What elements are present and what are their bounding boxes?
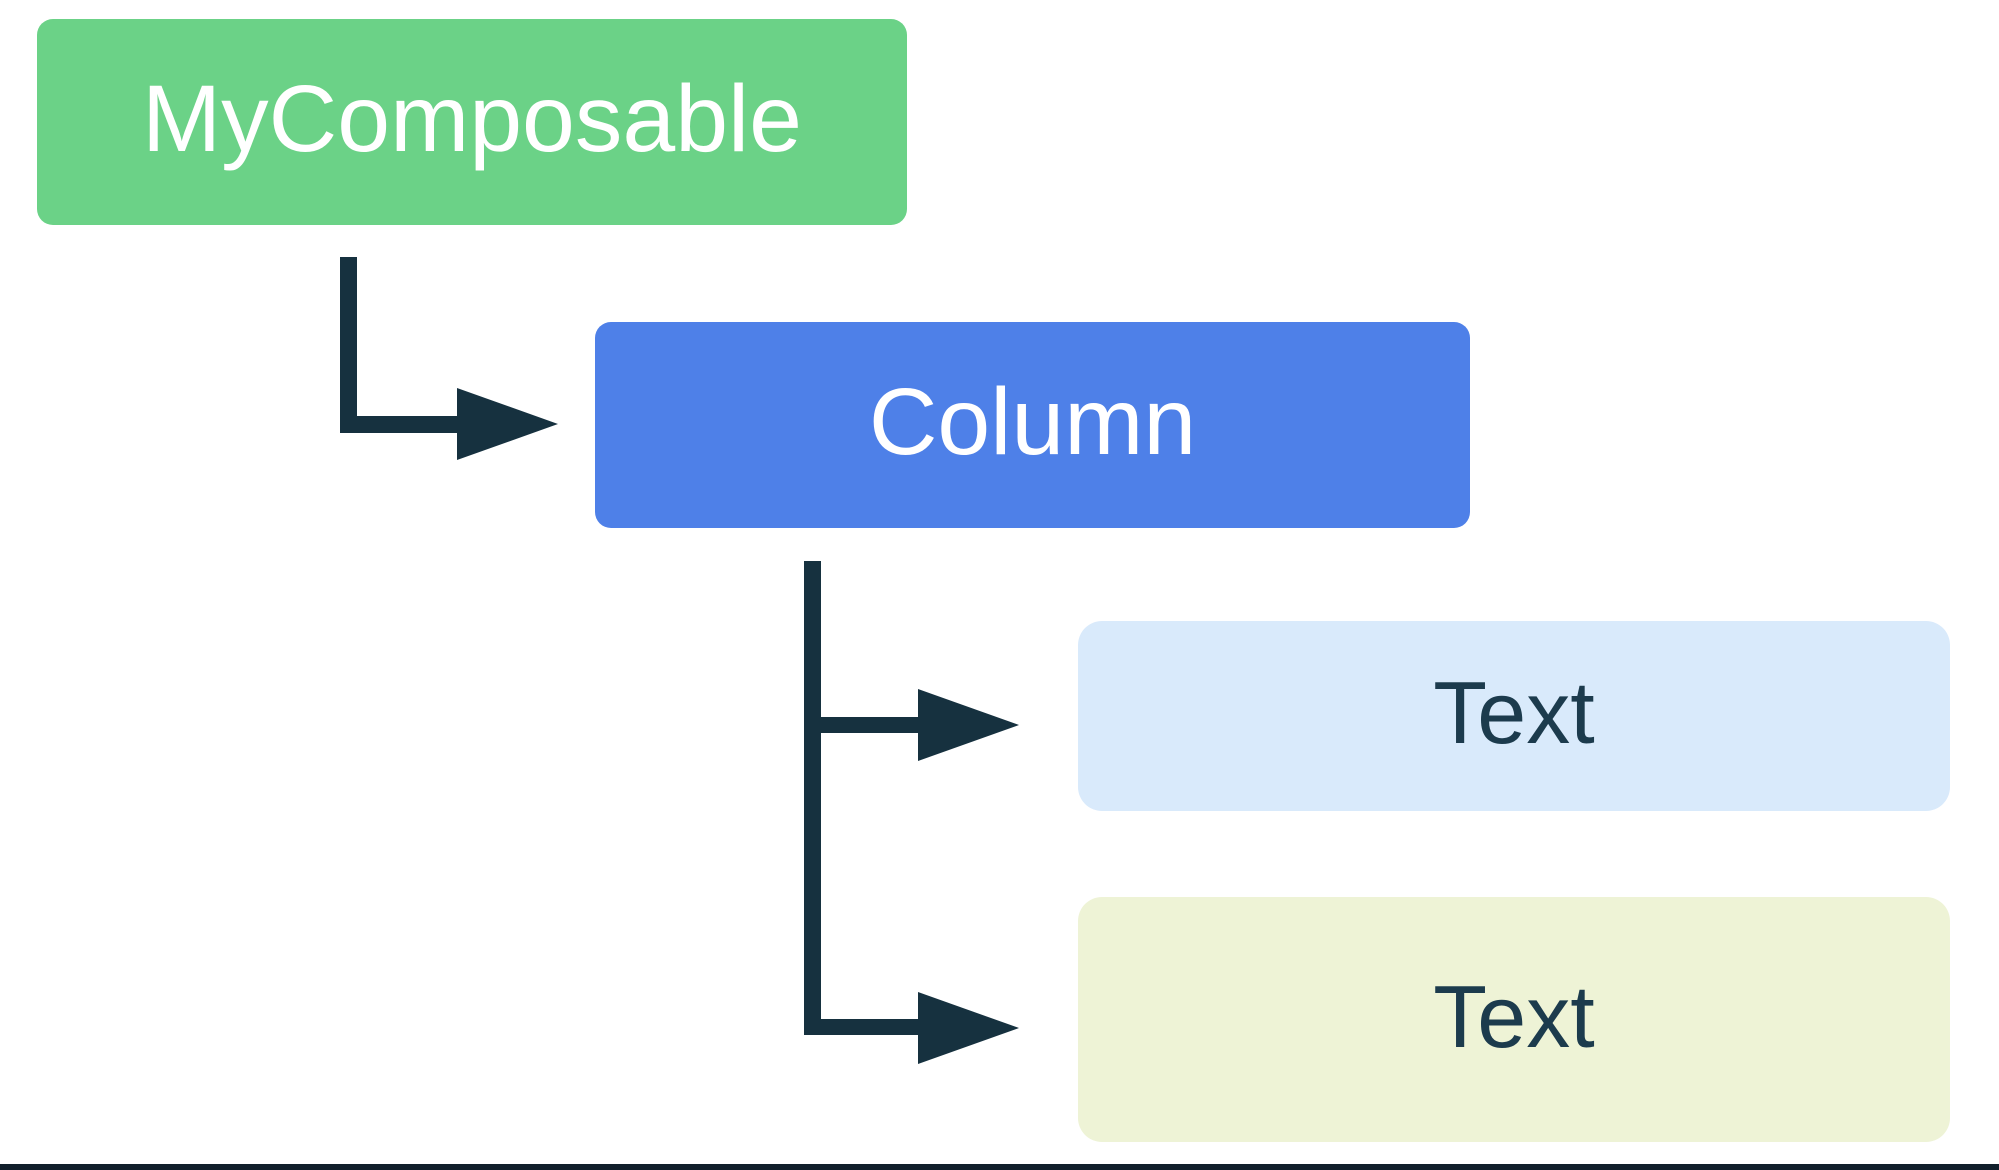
node-mycomposable-label: MyComposable [142,65,802,172]
arrowhead-icon [457,388,558,460]
node-text-first-label: Text [1433,663,1595,762]
arrow-mycomposable-to-column-vertical [340,257,357,433]
arrowhead-icon [918,992,1019,1064]
arrow-column-to-text-first-horizontal [804,717,919,733]
node-text-first: Text [1078,621,1950,811]
bottom-border-line [0,1164,1999,1170]
node-mycomposable: MyComposable [37,19,907,225]
arrowhead-icon [918,689,1019,761]
node-column: Column [595,322,1470,528]
node-column-label: Column [868,368,1197,475]
node-text-second: Text [1078,897,1950,1142]
arrow-column-to-text-second-horizontal [804,1019,919,1035]
arrow-column-trunk-vertical [804,561,821,1035]
node-text-second-label: Text [1433,966,1595,1066]
arrow-mycomposable-to-column-horizontal [340,416,461,433]
